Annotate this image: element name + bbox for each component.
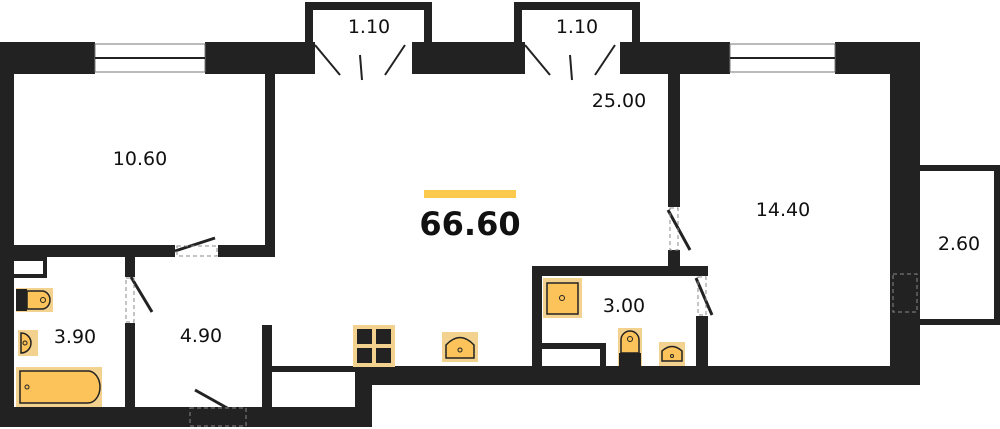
doors [129,44,907,420]
room-area-label: 1.10 [347,16,391,38]
room-area-label: 1.10 [555,16,599,38]
windows [94,43,836,73]
sink-icon [18,330,38,356]
toilet-icon-2 [618,328,642,366]
bathtub-icon [16,367,102,407]
room-area-label: 10.60 [112,148,168,170]
room-area-label: 4.90 [179,325,223,347]
fixtures [16,278,685,407]
door-openings [125,207,918,427]
shower-icon [543,278,582,318]
kitchen-sink-icon [442,332,478,362]
room-area-label: 2.60 [937,233,981,255]
toilet-icon [16,288,53,312]
room-area-label: 3.90 [53,326,97,348]
room-area-label: 14.40 [755,199,811,221]
room-area-label: 25.00 [591,90,647,112]
stove-icon [353,325,395,367]
total-area: 66.60 [419,205,521,243]
sink-icon-2 [659,342,685,366]
room-area-label: 3.00 [602,295,646,317]
total-area-accent-bar [424,190,516,198]
